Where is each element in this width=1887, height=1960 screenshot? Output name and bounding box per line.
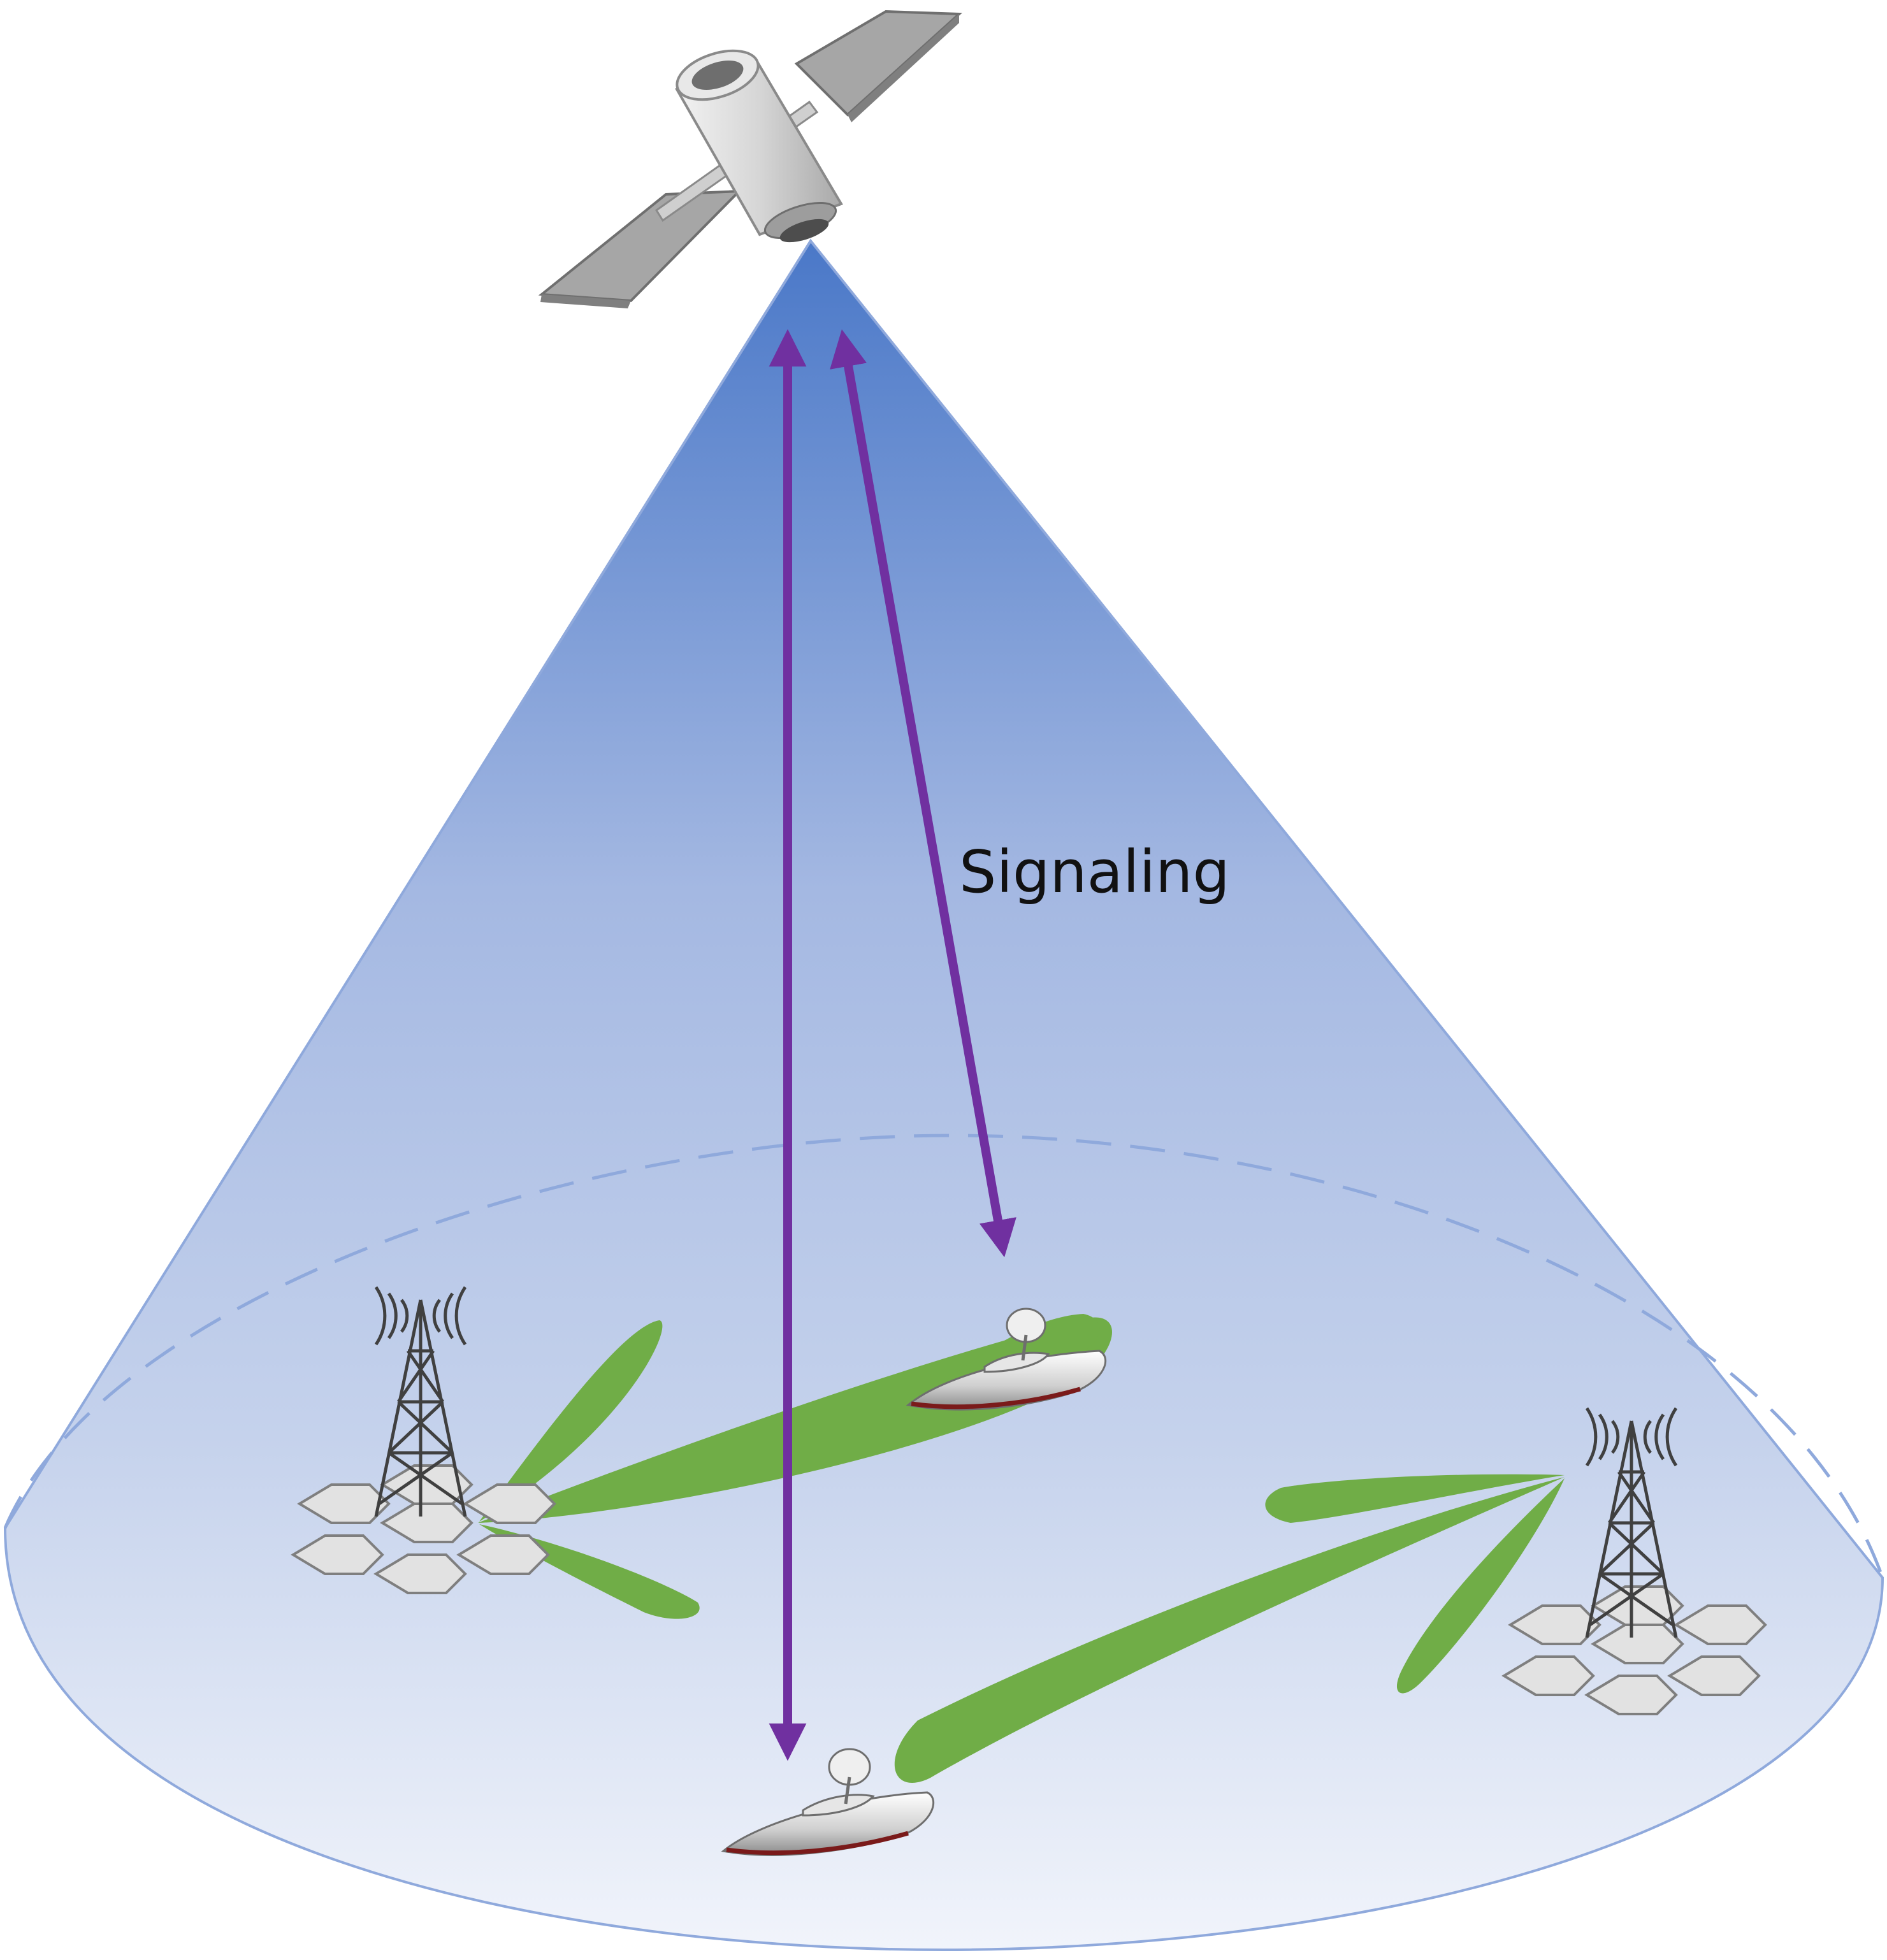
beam-right-tower <box>894 1474 1565 1783</box>
signaling-label: Signaling <box>959 838 1230 906</box>
arrow-signaling-upper-ship <box>830 329 1016 1258</box>
cell-tower-icon <box>1501 1407 1767 1715</box>
coverage-ellipse-back-edge <box>3 1134 1884 1578</box>
satellite-icon <box>538 10 963 308</box>
ship-icon <box>906 1308 1106 1411</box>
ship-icon <box>721 1748 934 1856</box>
cell-tower-icon <box>291 1286 556 1594</box>
